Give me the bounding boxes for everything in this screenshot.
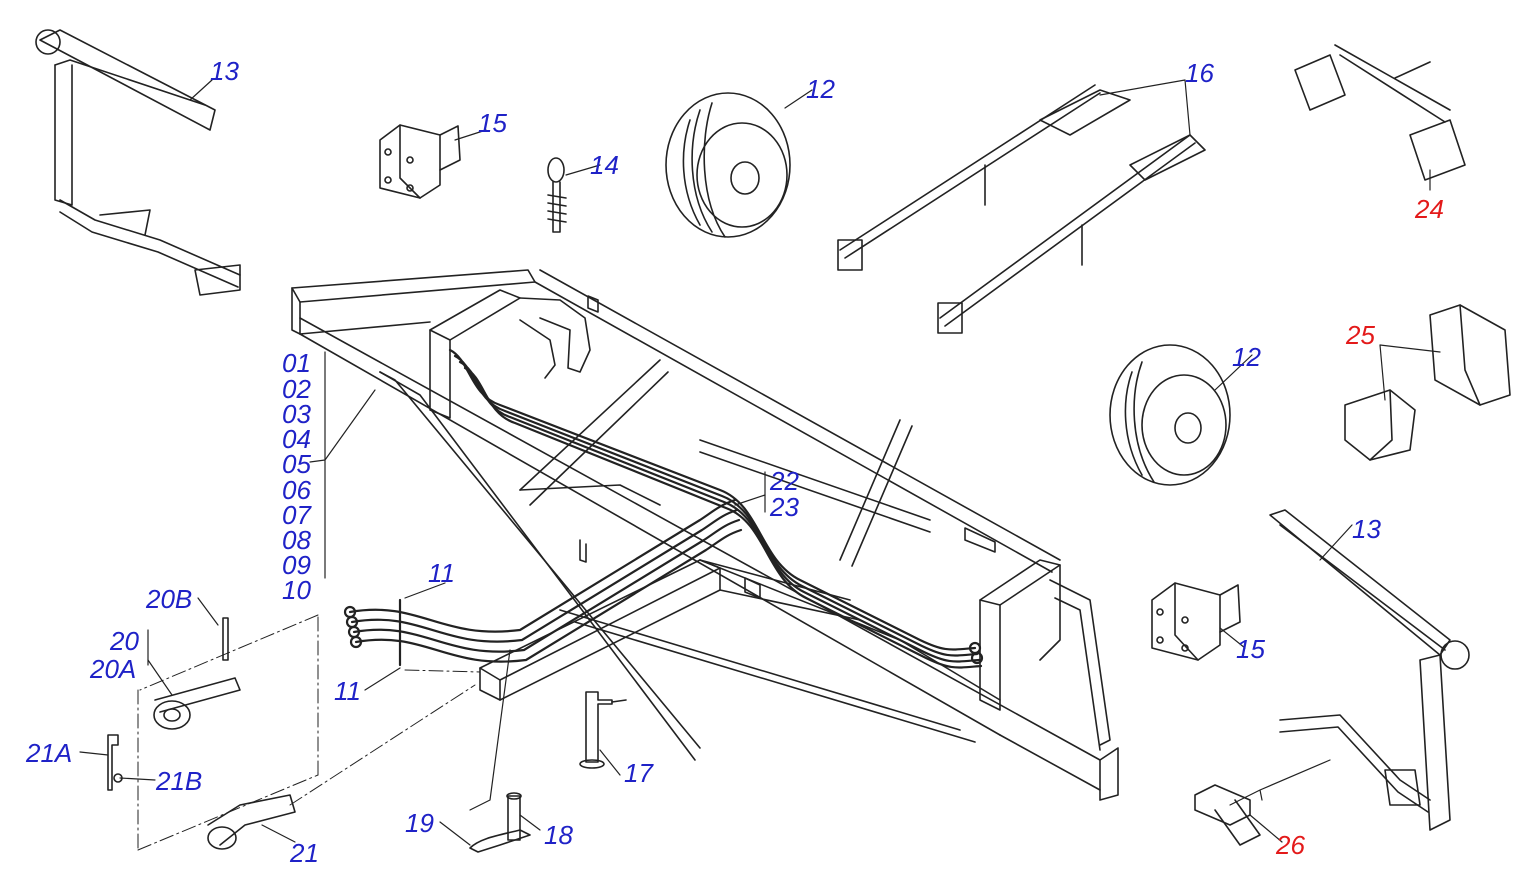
callout-11-lower: 11 [334, 676, 361, 706]
callout-02: 02 [282, 374, 311, 404]
callout-07: 07 [282, 500, 311, 530]
clip-19 [469, 829, 531, 853]
callout-09: 09 [282, 550, 311, 580]
callout-21B: 21B [156, 766, 203, 796]
bracket-25 [1344, 304, 1511, 461]
callout-21: 21 [290, 838, 319, 868]
wheel-lower [1109, 344, 1231, 486]
hitch-20 [153, 617, 241, 730]
callout-04: 04 [282, 424, 311, 454]
eyebolt-14 [547, 157, 567, 233]
callout-11-upper: 11 [428, 558, 455, 588]
callout-17: 17 [624, 758, 653, 788]
callout-24: 24 [1415, 194, 1444, 224]
marker-arm-lower-right [1269, 509, 1470, 831]
callout-15-lower: 15 [1236, 634, 1265, 664]
callout-14: 14 [590, 150, 619, 180]
marker-arm-upper-left [35, 29, 241, 296]
callout-10: 10 [282, 575, 311, 605]
callout-25: 25 [1346, 320, 1375, 350]
callout-18: 18 [544, 820, 573, 850]
callout-16: 16 [1185, 58, 1214, 88]
callout-23: 23 [770, 492, 799, 522]
callout-03: 03 [282, 399, 311, 429]
callout-13-lower-right: 13 [1352, 514, 1381, 544]
axle-24 [1294, 44, 1466, 181]
axle-assembly-16 [837, 84, 1206, 334]
callout-20A: 20A [90, 654, 137, 684]
wheel-upper [665, 92, 791, 238]
leader-lines [79, 79, 1441, 846]
bracket-15-upper [379, 124, 461, 199]
callout-12-lower: 12 [1232, 342, 1261, 372]
callout-26: 26 [1276, 830, 1305, 860]
callout-05: 05 [282, 449, 311, 479]
callout-19: 19 [405, 808, 434, 838]
callout-12-upper: 12 [806, 74, 835, 104]
callout-21A: 21A [26, 738, 73, 768]
callout-13-upper-left: 13 [210, 56, 239, 86]
bracket-15-lower [1151, 582, 1241, 661]
callout-08: 08 [282, 525, 311, 555]
callout-22: 22 [770, 466, 799, 496]
jack-stand-17 [579, 691, 627, 769]
hydraulic-hoses [343, 348, 984, 669]
callout-06: 06 [282, 475, 311, 505]
center-lines [137, 614, 481, 851]
callout-20B: 20B [146, 584, 193, 614]
callout-15-upper: 15 [478, 108, 507, 138]
pin-18 [506, 792, 522, 841]
callout-20: 20 [110, 626, 139, 656]
main-frame [291, 269, 1119, 801]
callout-01: 01 [282, 348, 311, 378]
